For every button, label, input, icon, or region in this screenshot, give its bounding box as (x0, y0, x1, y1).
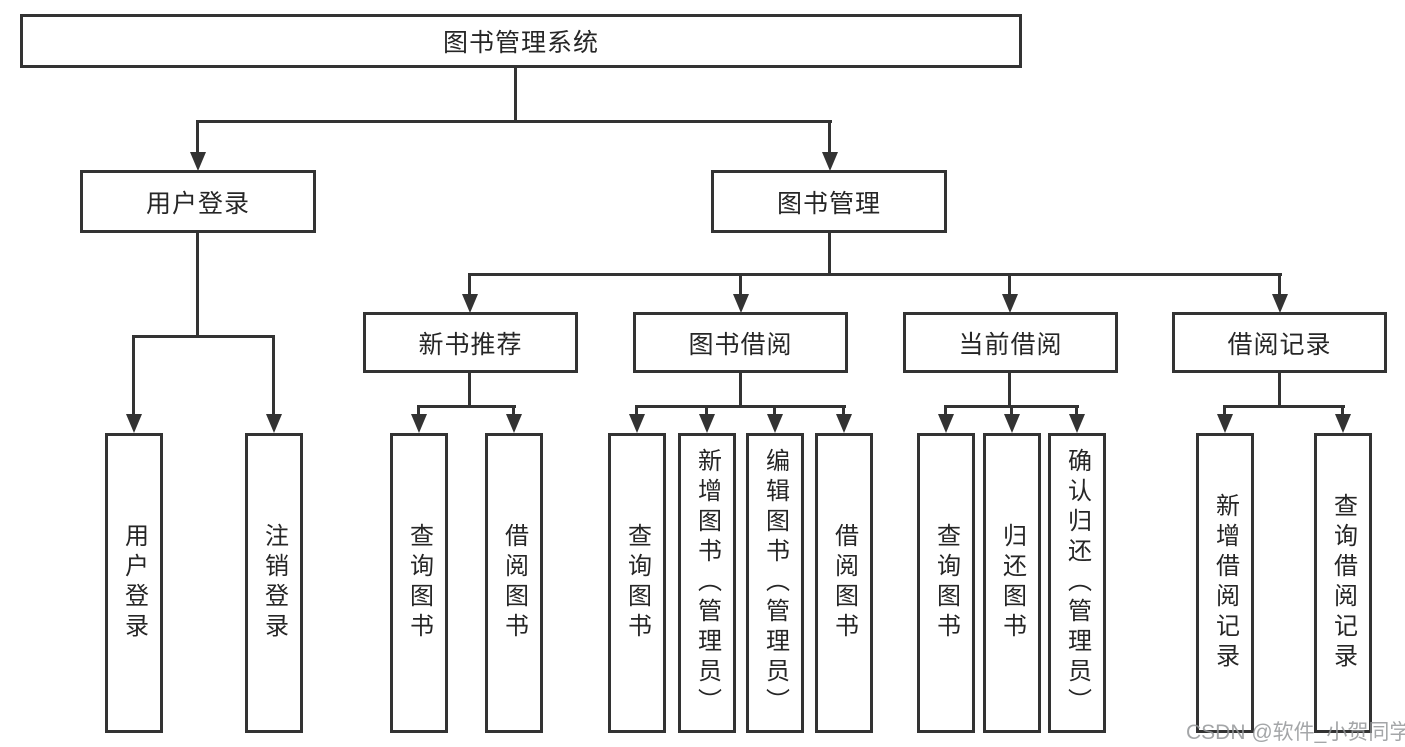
connector-drop (1278, 273, 1281, 297)
arrow-down-icon (1335, 414, 1351, 433)
connector-drop (773, 405, 776, 417)
connector-drop (1010, 405, 1013, 417)
leaf-add-book-admin: 新增图书（管理员） (678, 433, 736, 733)
arrow-down-icon (1217, 414, 1233, 433)
connector-drop (512, 405, 515, 417)
connector-branch (635, 405, 846, 408)
node-book-management: 图书管理 (711, 170, 947, 233)
leaf-logout: 注销登录 (245, 433, 303, 733)
leaf-query-books-recommend: 查询图书 (390, 433, 448, 733)
connector-drop (196, 120, 199, 158)
arrow-down-icon (822, 152, 838, 171)
connector-level3-branch (468, 273, 1282, 276)
leaf-label: 借阅图书 (830, 523, 858, 643)
connector-stem (1008, 373, 1011, 405)
connector-drop (1223, 405, 1226, 417)
leaf-query-borrow-record: 查询借阅记录 (1314, 433, 1372, 733)
connector-drop (468, 273, 471, 297)
connector-user-login-branch (132, 335, 275, 338)
leaf-query-books-current: 查询图书 (917, 433, 975, 733)
leaf-label: 注销登录 (260, 523, 288, 643)
connector-drop (944, 405, 947, 417)
connector-drop (842, 405, 845, 417)
connector-root-stem (514, 68, 517, 120)
connector-stem (739, 373, 742, 405)
arrow-down-icon (1002, 294, 1018, 313)
node-library-management-system: 图书管理系统 (20, 14, 1022, 68)
node-current-borrowing: 当前借阅 (903, 312, 1118, 373)
connector-drop (739, 273, 742, 297)
leaf-user-login: 用户登录 (105, 433, 163, 733)
leaf-label: 用户登录 (120, 523, 148, 643)
leaf-label: 新增借阅记录 (1211, 493, 1239, 673)
arrow-down-icon (190, 152, 206, 171)
connector-user-login-stem (196, 233, 199, 335)
connector-branch (1223, 405, 1345, 408)
connector-level2-branch (196, 120, 832, 123)
connector-drop (635, 405, 638, 417)
leaf-borrow-books: 借阅图书 (815, 433, 873, 733)
leaf-add-borrow-record: 新增借阅记录 (1196, 433, 1254, 733)
connector-stem (468, 373, 471, 405)
csdn-watermark: CSDN @软件_小贺同学 (1186, 721, 1405, 744)
arrow-down-icon (411, 414, 427, 433)
arrow-down-icon (506, 414, 522, 433)
leaf-label: 借阅图书 (500, 523, 528, 643)
arrow-down-icon (462, 294, 478, 313)
connector-drop (705, 405, 708, 417)
arrow-down-icon (629, 414, 645, 433)
arrow-down-icon (1004, 414, 1020, 433)
leaf-confirm-return-admin: 确认归还（管理员） (1048, 433, 1106, 733)
connector-drop (272, 335, 275, 415)
leaf-label: 确认归还（管理员） (1063, 448, 1091, 718)
node-book-borrowing: 图书借阅 (633, 312, 848, 373)
arrow-down-icon (699, 414, 715, 433)
connector-branch (417, 405, 516, 408)
arrow-down-icon (836, 414, 852, 433)
leaf-label: 归还图书 (998, 523, 1026, 643)
connector-book-management-stem (828, 233, 831, 273)
leaf-label: 新增图书（管理员） (693, 448, 721, 718)
leaf-label: 查询图书 (405, 523, 433, 643)
leaf-borrow-books-recommend: 借阅图书 (485, 433, 543, 733)
arrow-down-icon (1272, 294, 1288, 313)
connector-drop (828, 120, 831, 158)
leaf-label: 查询借阅记录 (1329, 493, 1357, 673)
node-new-book-recommendation: 新书推荐 (363, 312, 578, 373)
connector-drop (1008, 273, 1011, 297)
connector-drop (417, 405, 420, 417)
arrow-down-icon (938, 414, 954, 433)
leaf-label: 查询图书 (932, 523, 960, 643)
leaf-label: 查询图书 (623, 523, 651, 643)
arrow-down-icon (1069, 414, 1085, 433)
leaf-return-books: 归还图书 (983, 433, 1041, 733)
connector-drop (1341, 405, 1344, 417)
leaf-label: 编辑图书（管理员） (761, 448, 789, 718)
node-borrowing-records: 借阅记录 (1172, 312, 1387, 373)
leaf-edit-book-admin: 编辑图书（管理员） (746, 433, 804, 733)
arrow-down-icon (126, 414, 142, 433)
connector-stem (1278, 373, 1281, 405)
arrow-down-icon (266, 414, 282, 433)
connector-drop (132, 335, 135, 415)
arrow-down-icon (733, 294, 749, 313)
leaf-query-books-borrowing: 查询图书 (608, 433, 666, 733)
node-user-login: 用户登录 (80, 170, 316, 233)
arrow-down-icon (767, 414, 783, 433)
connector-drop (1075, 405, 1078, 417)
